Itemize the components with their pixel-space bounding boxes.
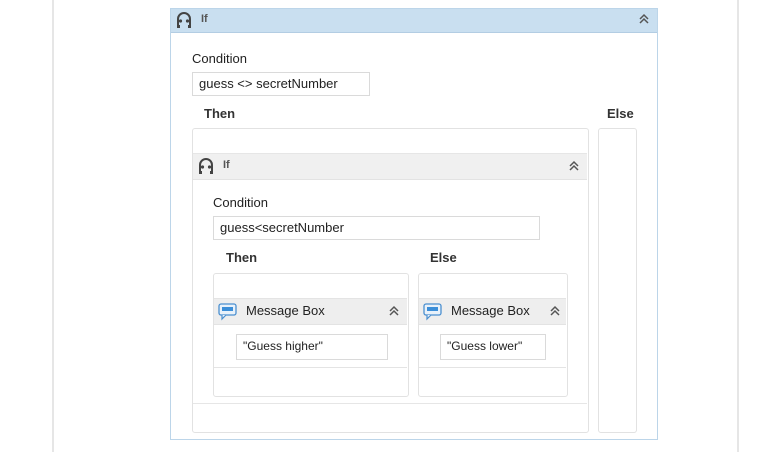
message-text-input[interactable]: "Guess lower" [440, 334, 546, 360]
inner-else-drop-area[interactable]: Message Box "Guess lower" [418, 273, 568, 397]
inner-if-title: If [223, 159, 230, 171]
double-chevron-up-icon[interactable] [567, 159, 581, 175]
outer-condition-label: Condition [192, 51, 247, 66]
inner-condition-input[interactable]: guess<secretNumber [213, 216, 540, 240]
outer-condition-input[interactable]: guess <> secretNumber [192, 72, 370, 96]
message-box-icon [423, 303, 443, 324]
outer-else-drop-area[interactable] [598, 128, 637, 433]
message-box-header[interactable]: Message Box [419, 299, 566, 325]
outer-if-header[interactable]: If [171, 9, 657, 33]
outer-then-label: Then [204, 106, 236, 121]
message-box-activity[interactable]: Message Box "Guess lower" [419, 298, 566, 368]
outer-if-title: If [201, 13, 208, 25]
double-chevron-up-icon[interactable] [548, 304, 562, 320]
outer-then-drop-area[interactable]: If Condition guess<secretNumber Then Els… [192, 128, 589, 433]
outer-if-activity[interactable]: If Condition guess <> secretNumber Then … [170, 8, 658, 440]
message-box-header[interactable]: Message Box [214, 299, 407, 325]
message-text-input[interactable]: "Guess higher" [236, 334, 388, 360]
canvas-left-border [52, 0, 54, 452]
canvas-right-border [737, 0, 739, 452]
inner-if-activity[interactable]: If Condition guess<secretNumber Then Els… [193, 153, 587, 404]
double-chevron-up-icon[interactable] [387, 304, 401, 320]
message-box-icon [218, 303, 238, 324]
inner-else-label: Else [430, 250, 457, 265]
inner-then-drop-area[interactable]: Message Box "Guess higher" [213, 273, 409, 397]
double-chevron-up-icon[interactable] [637, 12, 651, 28]
message-box-title: Message Box [451, 303, 530, 318]
inner-then-label: Then [226, 250, 258, 265]
outer-else-label: Else [607, 106, 634, 121]
message-box-title: Message Box [246, 303, 325, 318]
inner-condition-label: Condition [213, 195, 268, 210]
inner-if-header[interactable]: If [193, 154, 587, 180]
message-box-activity[interactable]: Message Box "Guess higher" [214, 298, 407, 368]
if-activity-icon [175, 12, 193, 30]
if-activity-icon [197, 158, 215, 176]
